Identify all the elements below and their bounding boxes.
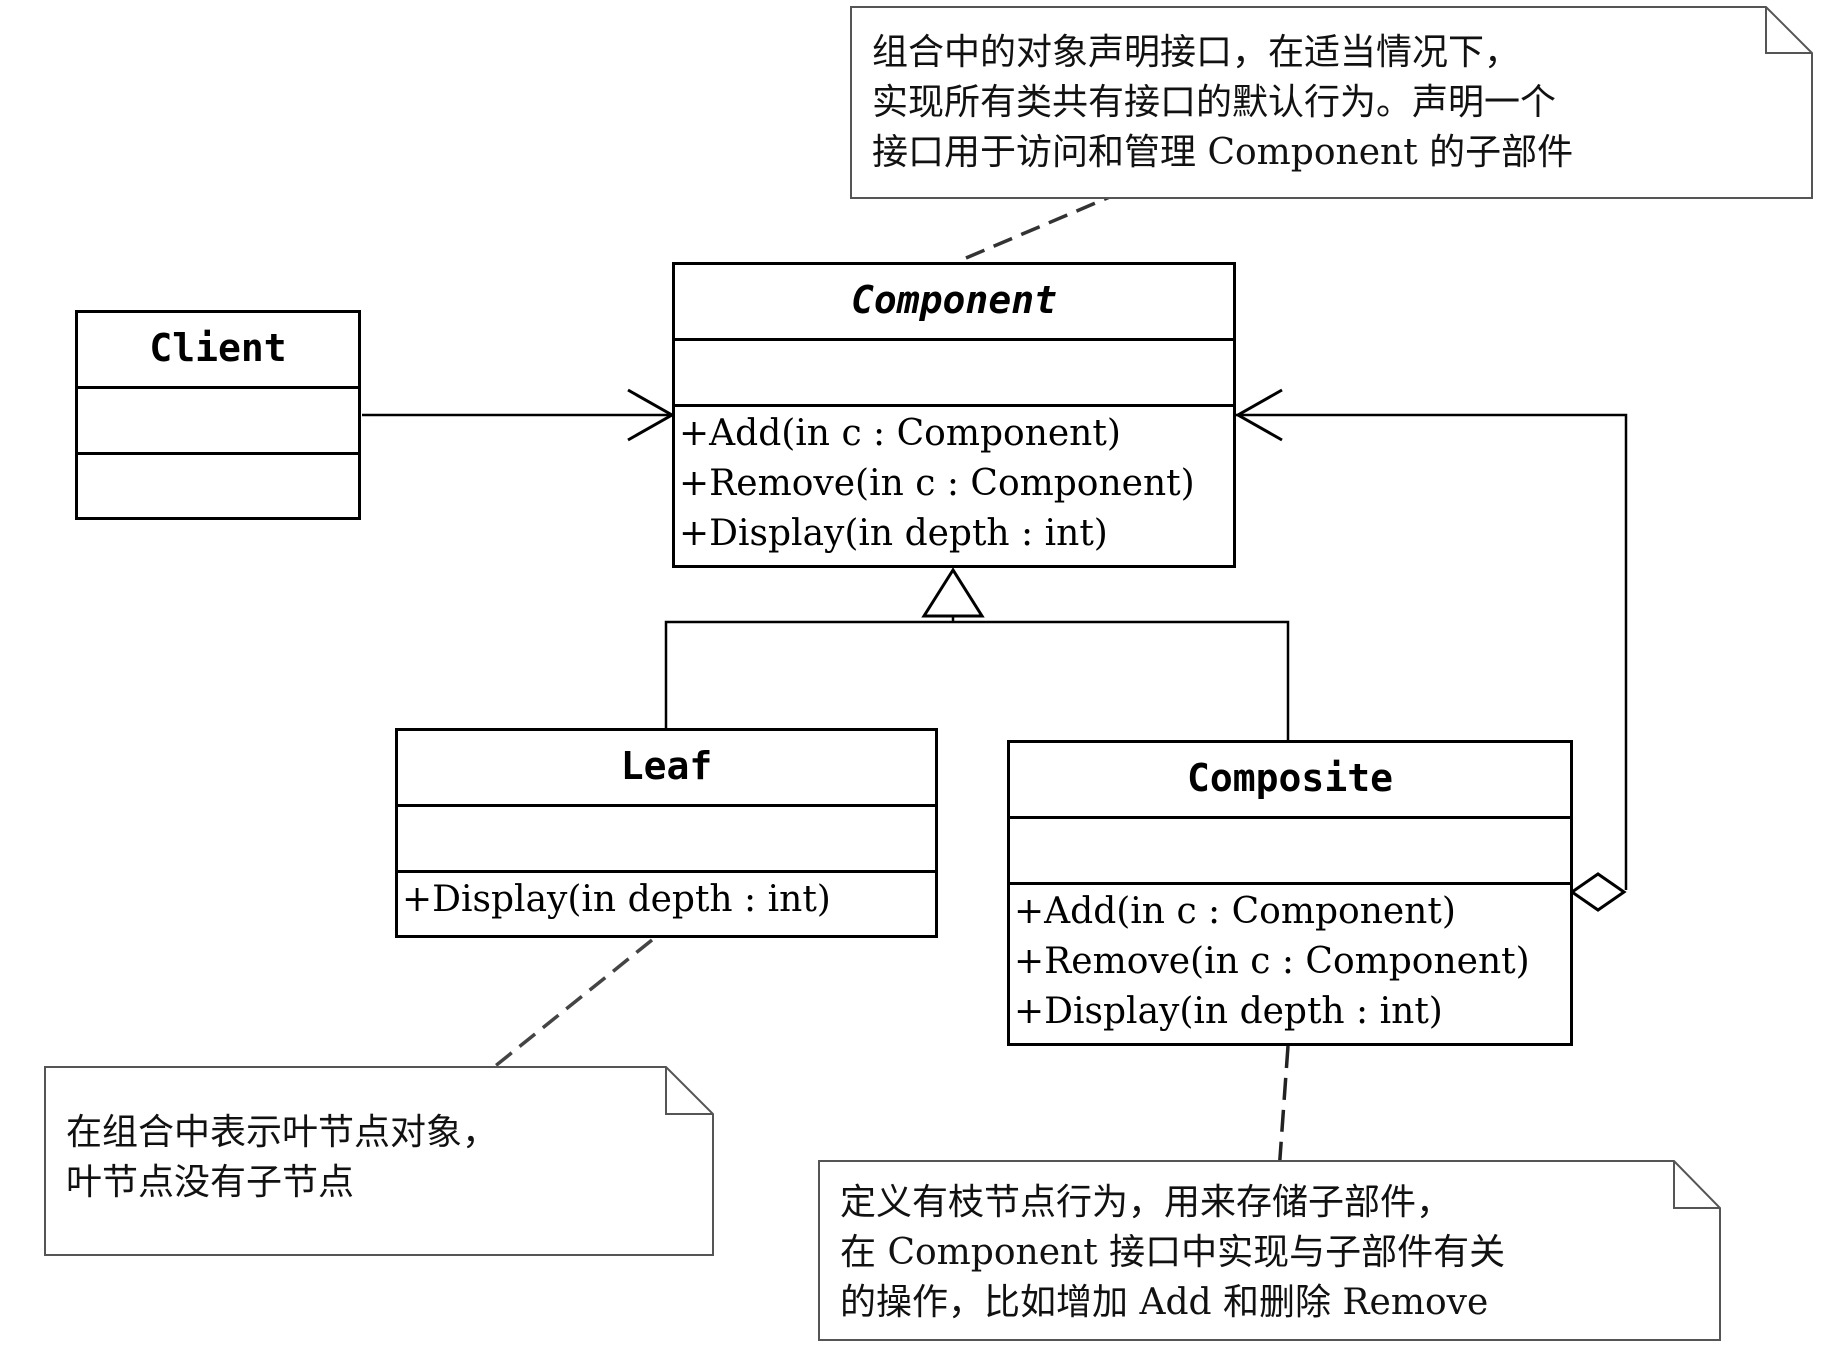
component-op-display: +Display(in depth : int) [679, 513, 1108, 554]
leaf-attributes [398, 807, 935, 873]
composite-note-line-3: 的操作，比如增加 Add 和删除 Remove [840, 1282, 1489, 1323]
leaf-note-line-2: 叶节点没有子节点 [66, 1162, 355, 1203]
leaf-note: 在组合中表示叶节点对象， 叶节点没有子节点 [44, 1066, 714, 1256]
generalization-triangle [921, 567, 985, 618]
composite-class[interactable]: Composite +Add(in c : Component) +Remove… [1007, 740, 1573, 1046]
leaf-operations: +Display(in depth : int) [398, 873, 935, 925]
component-operations: +Add(in c : Component) +Remove(in c : Co… [675, 407, 1233, 559]
composite-note-line-1: 定义有枝节点行为，用来存储子部件， [840, 1182, 1453, 1223]
component-op-add: +Add(in c : Component) [679, 413, 1121, 454]
leaf-note-line-1: 在组合中表示叶节点对象， [66, 1112, 499, 1153]
client-class-name: Client [149, 326, 287, 370]
leaf-op-display: +Display(in depth : int) [402, 879, 831, 920]
note-shape [818, 1160, 1721, 1341]
composite-op-remove: +Remove(in c : Component) [1014, 941, 1530, 982]
composite-op-display: +Display(in depth : int) [1014, 991, 1443, 1032]
aggregation-line [1236, 413, 1628, 890]
component-attributes [675, 341, 1233, 407]
note-shape [850, 6, 1813, 199]
component-class[interactable]: Component +Add(in c : Component) +Remove… [672, 262, 1236, 568]
leaf-class-name: Leaf [620, 744, 713, 788]
composite-operations: +Add(in c : Component) +Remove(in c : Co… [1010, 885, 1570, 1037]
component-note-link [965, 194, 1113, 260]
component-note-line-1: 组合中的对象声明接口，在适当情况下， [872, 32, 1521, 73]
client-class[interactable]: Client [75, 310, 361, 520]
composite-attributes [1010, 819, 1570, 885]
component-class-name: Component [851, 278, 1057, 322]
component-note-line-3: 接口用于访问和管理 Component 的子部件 [872, 132, 1574, 173]
leaf-class[interactable]: Leaf +Display(in depth : int) [395, 728, 938, 938]
component-note: 组合中的对象声明接口，在适当情况下， 实现所有类共有接口的默认行为。声明一个 接… [850, 6, 1813, 199]
component-op-remove: +Remove(in c : Component) [679, 463, 1195, 504]
note-shape [44, 1066, 714, 1256]
aggregation-arrowhead [1234, 388, 1283, 442]
component-note-line-2: 实现所有类共有接口的默认行为。声明一个 [872, 82, 1557, 123]
client-operations [78, 455, 358, 517]
composite-class-name: Composite [1187, 756, 1393, 800]
composite-note: 定义有枝节点行为，用来存储子部件， 在 Component 接口中实现与子部件有… [818, 1160, 1721, 1355]
client-attributes [78, 389, 358, 455]
aggregation-diamond [1569, 872, 1627, 912]
composite-op-add: +Add(in c : Component) [1014, 891, 1456, 932]
composite-note-line-2: 在 Component 接口中实现与子部件有关 [840, 1232, 1506, 1273]
generalization-branch [664, 620, 1290, 740]
